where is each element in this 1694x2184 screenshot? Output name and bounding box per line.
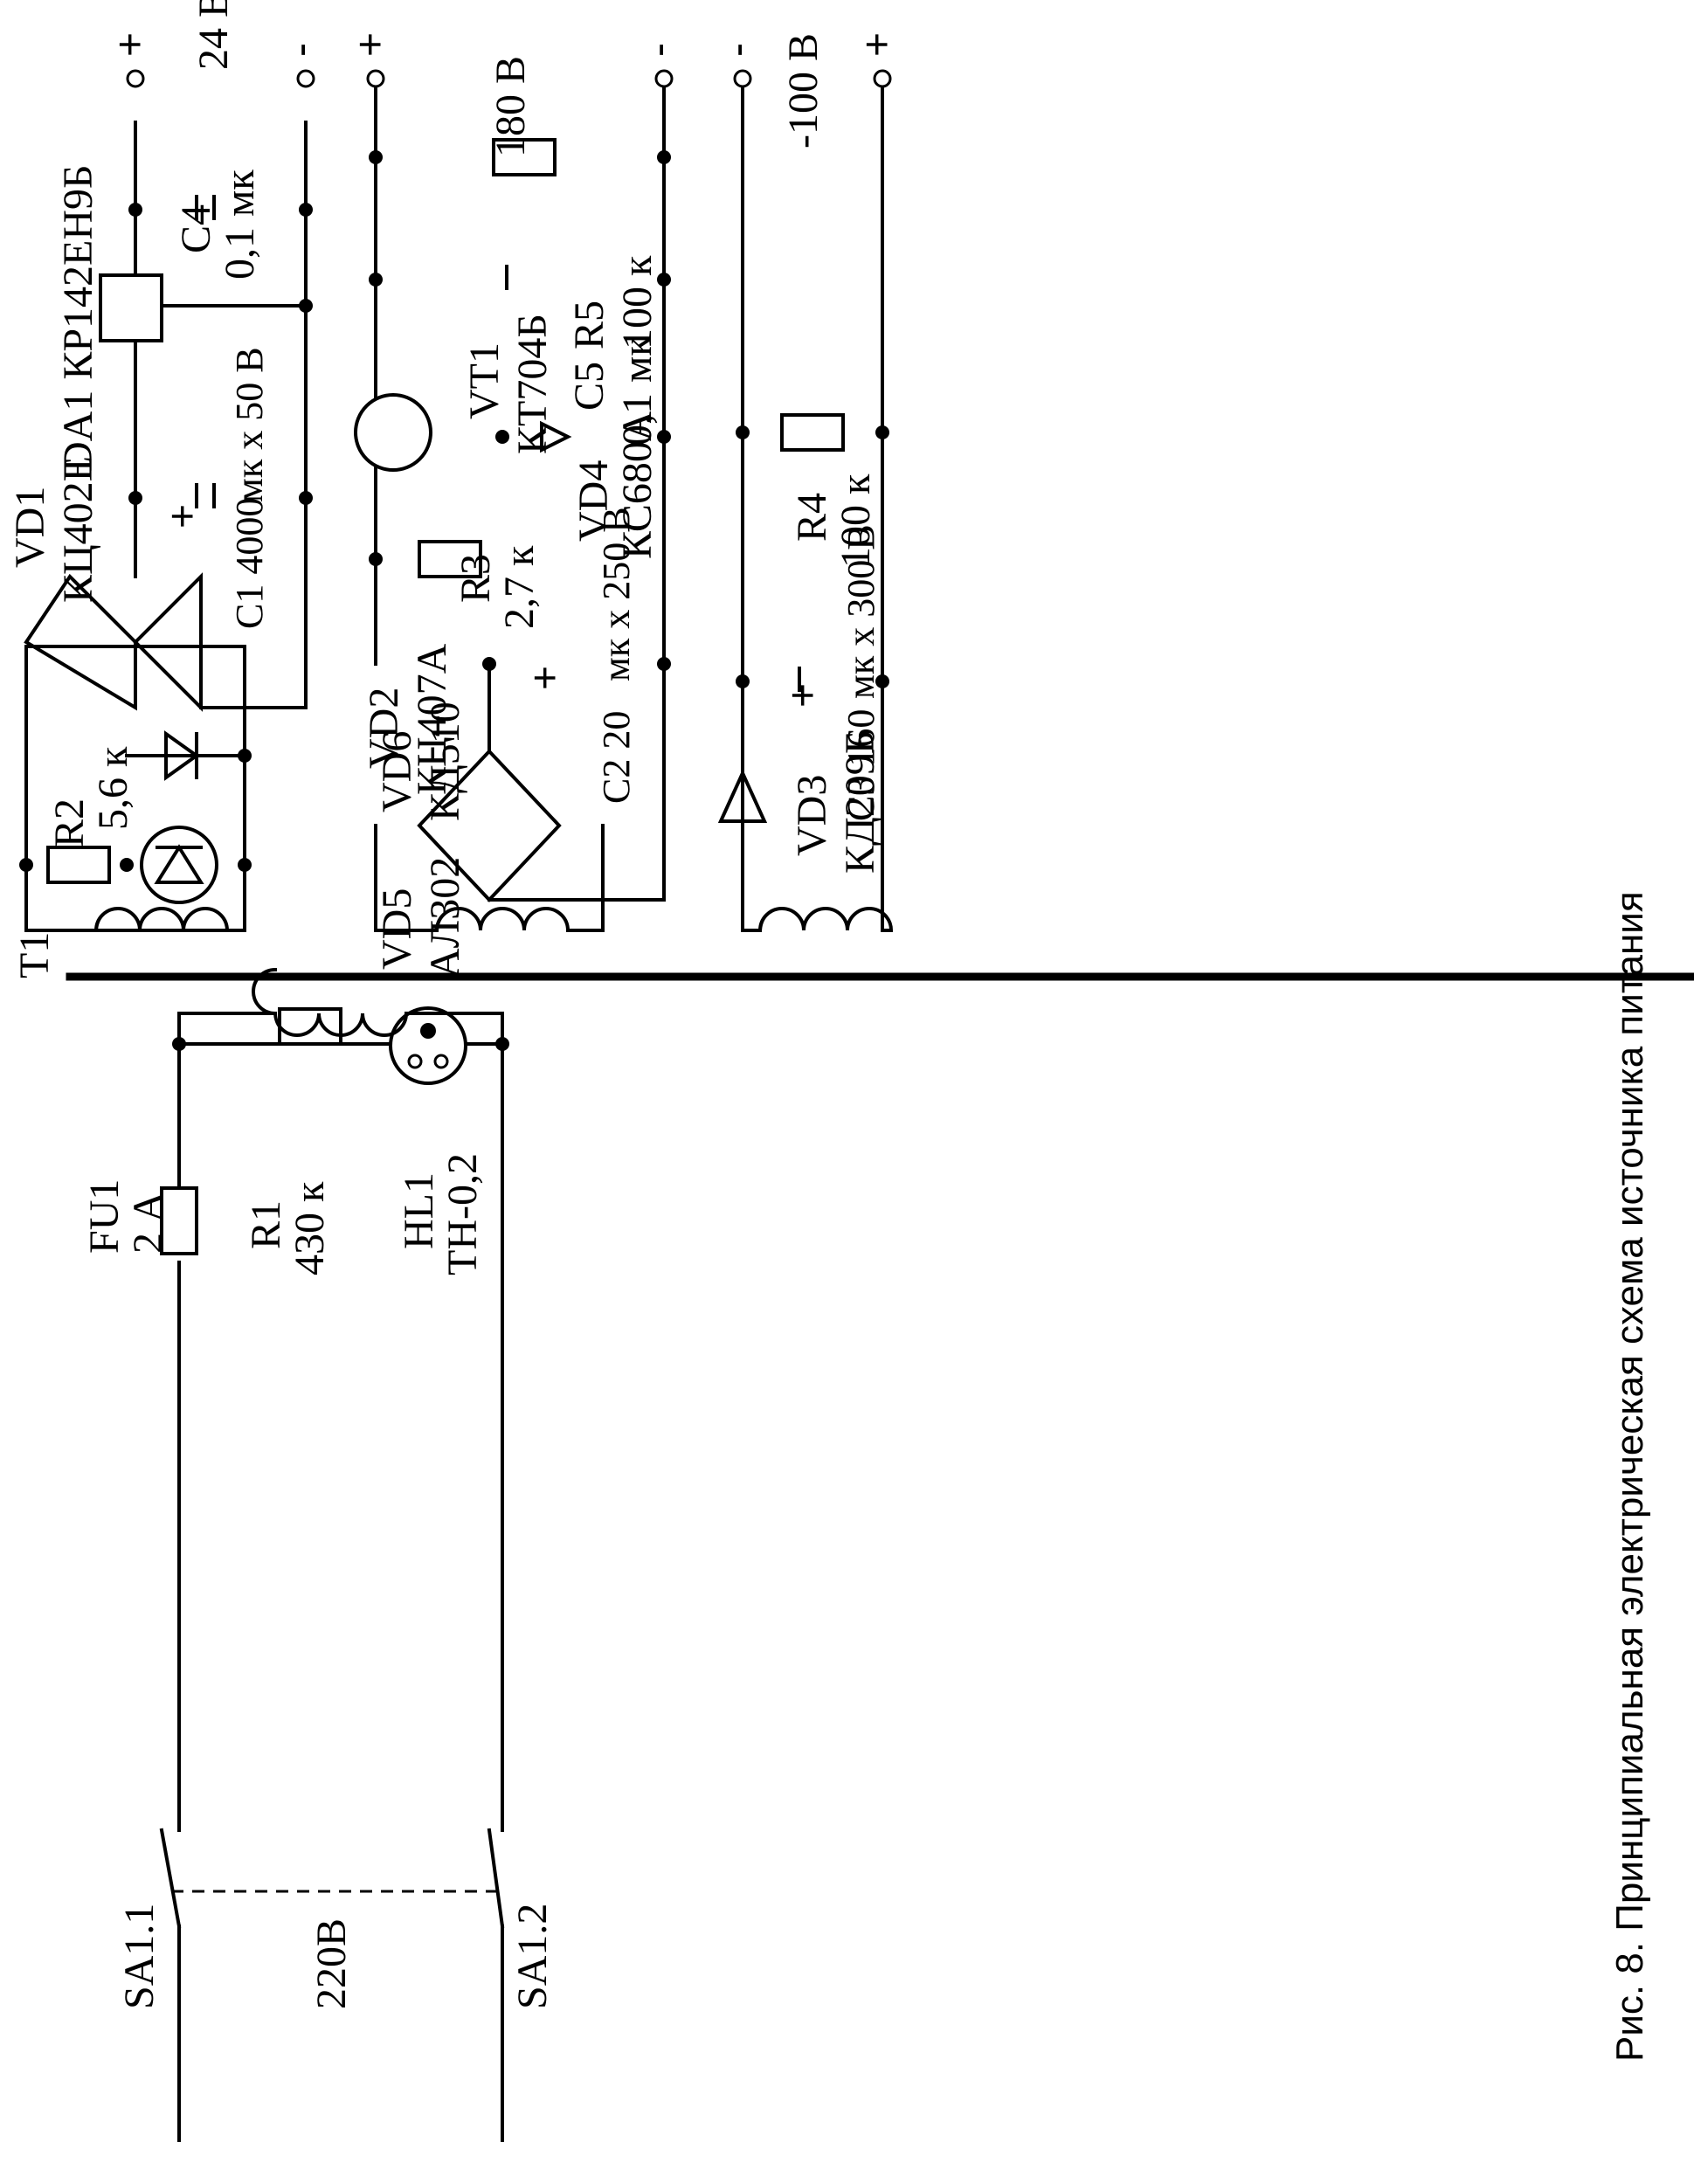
- label-r2-ref: R2: [46, 798, 93, 847]
- label-c3-ref: C3 160: [840, 709, 882, 821]
- label-vd6-ref: VD6: [374, 731, 420, 812]
- label-hl1-value: ТН-0,2: [439, 1153, 486, 1275]
- label-mains-input: 220В: [308, 1918, 355, 2009]
- label-24v-minus: -: [278, 43, 324, 57]
- label-r3-value: 2,7 к: [496, 545, 543, 629]
- label-r5-ref: R5: [566, 301, 612, 349]
- transistor-vt1: [354, 393, 432, 472]
- resistor-r3: [418, 540, 482, 578]
- diode-vd6: [164, 730, 200, 781]
- label-vd4-ref: VD4: [570, 460, 617, 542]
- label-vd1-ref: VD1: [7, 487, 53, 568]
- label-180v-voltage: 180 В: [487, 56, 534, 157]
- label-c1-plus: +: [160, 504, 206, 529]
- label-c3-plus: +: [780, 683, 826, 708]
- label-100v-plus: +: [854, 32, 901, 57]
- label-vt1-value: КТ704Б: [509, 314, 556, 454]
- label-c3-value: мк х 300 В: [840, 524, 882, 699]
- label-fu1-ref: FU1: [81, 1179, 128, 1254]
- section-minus100v: [717, 69, 894, 933]
- label-c2-value: мк х 250 В: [595, 507, 638, 681]
- resistor-r4: [780, 413, 845, 452]
- primary-winding: [177, 967, 504, 1037]
- neon-lamp-hl1: [389, 1006, 467, 1085]
- label-da1: DA1 КР142ЕН9Б: [55, 164, 101, 472]
- secondary-winding-2: [374, 907, 605, 933]
- label-100v-voltage: -100 В: [780, 33, 826, 149]
- label-fu1-value: 2 А: [125, 1192, 171, 1254]
- resistor-r1: [278, 1007, 342, 1046]
- led-vd5: [140, 826, 218, 904]
- label-24v-plus: +: [107, 32, 154, 57]
- label-vd4-value: КС680А: [614, 411, 660, 559]
- section-180v: [354, 69, 674, 933]
- resistor-r5: [492, 138, 557, 176]
- label-r1-ref: R1: [243, 1200, 289, 1249]
- label-r4-value: 100 к: [833, 473, 879, 568]
- label-c4-ref: C4: [173, 204, 219, 253]
- label-vd3-ref: VD3: [789, 775, 835, 856]
- label-r2-value: 5,6 к: [90, 746, 136, 830]
- figure-caption: Рис. 8. Принципиальная электрическая схе…: [1608, 891, 1651, 2062]
- label-r3-ref: R3: [453, 554, 499, 603]
- label-180v-plus: +: [348, 32, 394, 57]
- resistor-r2: [46, 846, 111, 884]
- label-c5-value: 0,1 мк: [614, 335, 660, 446]
- zener-vd4: [540, 420, 572, 453]
- label-r1-value: 430 к: [287, 1181, 333, 1275]
- secondary-winding-1: [33, 907, 246, 933]
- label-switch-a: SA1.1: [116, 1904, 162, 2009]
- label-switch-b: SA1.2: [509, 1904, 556, 2009]
- label-vd2-value: КЦ407А: [409, 643, 455, 795]
- label-vd6-value: КД510: [422, 702, 468, 821]
- label-hl1-ref: HL1: [396, 1172, 442, 1249]
- secondary-winding-3: [741, 907, 894, 933]
- label-c1-ref: C1 4000: [228, 498, 271, 629]
- diode-vd3: [717, 769, 768, 823]
- label-24v-voltage: 24 В: [190, 0, 237, 70]
- label-r4-ref: R4: [789, 493, 835, 542]
- label-c4-value: 0,1 мк: [217, 169, 263, 280]
- label-c5-ref: C5: [566, 362, 612, 411]
- label-transformer: T1: [11, 932, 58, 978]
- label-vt1-ref: VT1: [461, 342, 508, 419]
- label-vd2-ref: VD2: [361, 688, 407, 769]
- section-24v: [19, 69, 315, 933]
- label-c2-ref: C2 20: [595, 711, 638, 804]
- label-100v-minus: -: [715, 43, 761, 57]
- mains-input: [66, 967, 1694, 2142]
- label-vd1-value: КЦ402Е: [55, 456, 101, 603]
- labels: SA1.1 220В SA1.2 FU1 2 А R1 430 к HL1 ТН…: [7, 0, 1651, 2062]
- regulator-da1: [99, 273, 163, 342]
- label-vd5-ref: VD5: [374, 888, 420, 970]
- label-r5-value: 100 к: [614, 255, 660, 349]
- label-c1-value: мк х 50 В: [228, 347, 271, 502]
- label-c2-plus: +: [522, 666, 569, 690]
- label-vd3-value: КД209Б: [837, 730, 883, 874]
- bridge-vd1: [24, 573, 137, 711]
- label-vd5-value: АЛ302: [422, 857, 468, 978]
- label-180v-minus: -: [636, 43, 682, 57]
